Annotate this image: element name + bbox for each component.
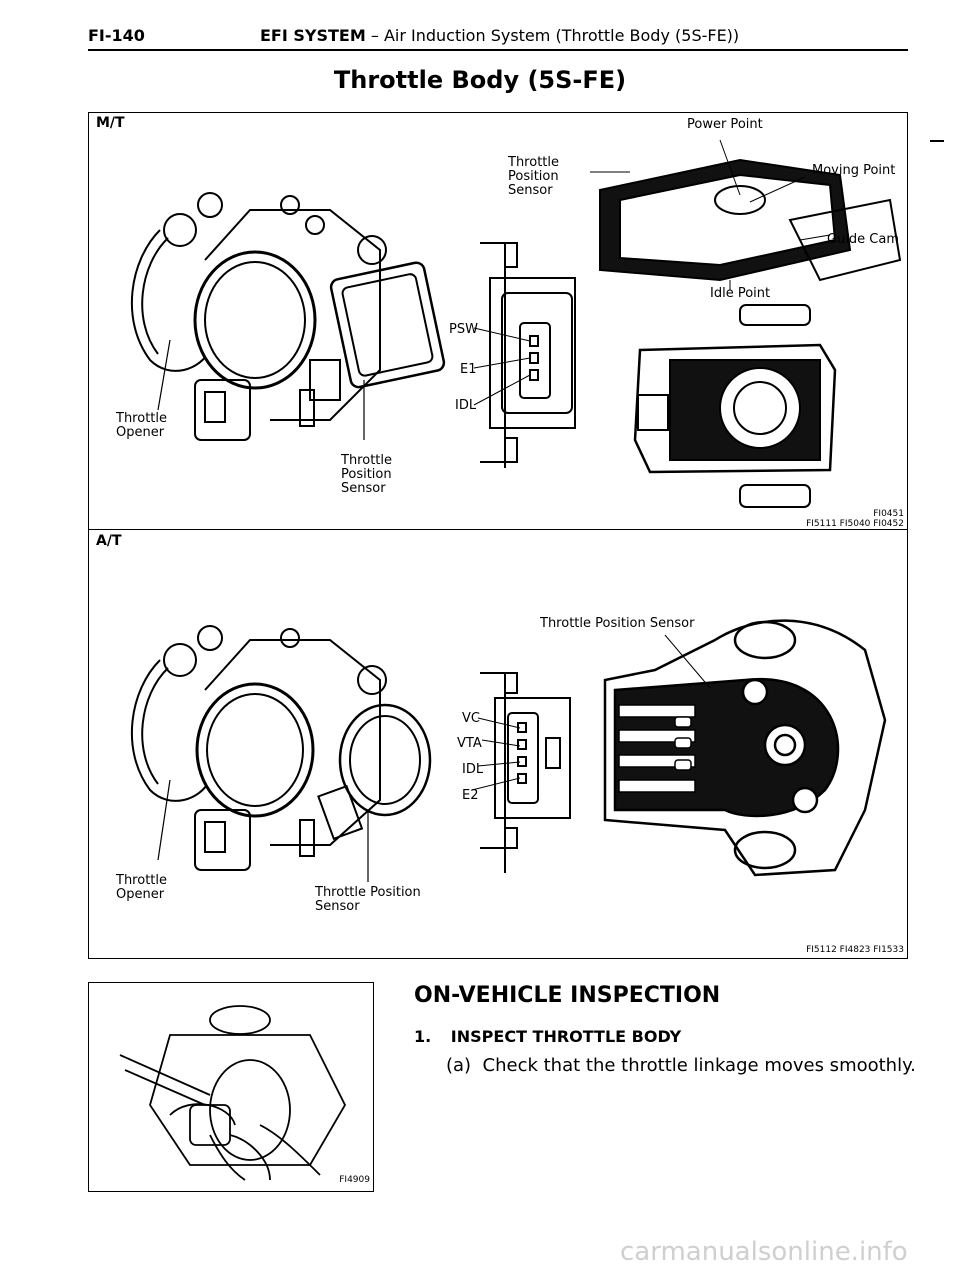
mt-tps-sensor-illustration	[590, 139, 902, 508]
page-title: Throttle Body (5S-FE)	[333, 66, 627, 94]
section-header: EFI SYSTEM – Air Induction System (Throt…	[260, 26, 739, 45]
mt-tps-bottom-line2: Position	[341, 467, 392, 482]
at-tps-sensor-illustration	[603, 619, 887, 877]
at-e2-label: E2	[462, 788, 479, 803]
at-connector-illustration	[471, 672, 571, 873]
section-header-bold: EFI SYSTEM	[260, 26, 366, 45]
at-tps-top-label: Throttle Position Sensor	[540, 616, 695, 631]
mt-idl-label: IDL	[455, 398, 477, 413]
mt-power-point-label: Power Point	[687, 117, 763, 132]
at-throttle-opener-line1: Throttle	[116, 873, 167, 888]
inspection-figure-panel	[88, 982, 374, 1192]
at-label: A/T	[96, 533, 122, 549]
at-tps-bottom-line1: Throttle Position	[315, 885, 421, 900]
inspection-step-title: INSPECT THROTTLE BODY	[450, 1027, 682, 1046]
throttle-linkage-illustration	[119, 1005, 347, 1181]
margin-dash	[930, 140, 944, 142]
at-throttle-opener-line2: Opener	[116, 887, 165, 902]
mt-connector-illustration	[473, 242, 576, 468]
mt-throttle-opener-line1: Throttle	[116, 411, 167, 426]
at-throttle-body-illustration	[130, 625, 432, 882]
mt-tps-top-line3: Sensor	[508, 183, 553, 198]
at-idl-label: IDL	[462, 762, 484, 777]
section-header-rest: – Air Induction System (Throttle Body (5…	[365, 26, 740, 45]
mt-e1-label: E1	[460, 362, 477, 377]
mt-figure-code-1: FI0451	[873, 509, 904, 519]
at-tps-bottom-label: Throttle Position Sensor	[315, 886, 421, 914]
at-figure-code: FI5112 FI4823 FI1533	[806, 945, 904, 955]
mt-throttle-opener-label: Throttle Opener	[116, 412, 167, 440]
mt-tps-top-label: Throttle Position Sensor	[508, 156, 559, 198]
inspection-step-number: 1.	[414, 1027, 432, 1046]
mt-figure-code-2: FI5111 FI5040 FI0452	[806, 519, 904, 529]
mt-tps-top-line1: Throttle	[508, 155, 559, 170]
at-panel	[88, 529, 908, 959]
mt-label: M/T	[96, 115, 125, 131]
mt-tps-bottom-line3: Sensor	[341, 481, 386, 496]
inspection-substep: (a) Check that the throttle linkage move…	[446, 1055, 916, 1076]
mt-figure-codes: FI0451 FI5111 FI5040 FI0452	[760, 509, 904, 529]
mt-psw-label: PSW	[449, 322, 478, 337]
at-vc-label: VC	[462, 711, 480, 726]
inspection-heading: ON-VEHICLE INSPECTION	[414, 983, 721, 1008]
mt-moving-point-label: Moving Point	[812, 163, 896, 178]
mt-guide-cam-label: Guide Cam	[827, 232, 900, 247]
inspection-figure-code: FI4909	[339, 1175, 370, 1185]
watermark: carmanualsonline.info	[620, 1237, 908, 1267]
mt-tps-bottom-line1: Throttle	[341, 453, 392, 468]
header-rule	[88, 49, 908, 51]
mt-throttle-body-illustration	[130, 192, 446, 441]
at-throttle-opener-label: Throttle Opener	[116, 874, 167, 902]
mt-tps-bottom-label: Throttle Position Sensor	[341, 454, 392, 496]
mt-throttle-opener-line2: Opener	[116, 425, 165, 440]
inspection-step: 1. INSPECT THROTTLE BODY	[414, 1027, 681, 1046]
at-vta-label: VTA	[457, 736, 482, 751]
mt-tps-top-line2: Position	[508, 169, 559, 184]
at-tps-bottom-line2: Sensor	[315, 899, 360, 914]
mt-idle-point-label: Idle Point	[710, 286, 771, 301]
page-number: FI-140	[88, 26, 145, 45]
